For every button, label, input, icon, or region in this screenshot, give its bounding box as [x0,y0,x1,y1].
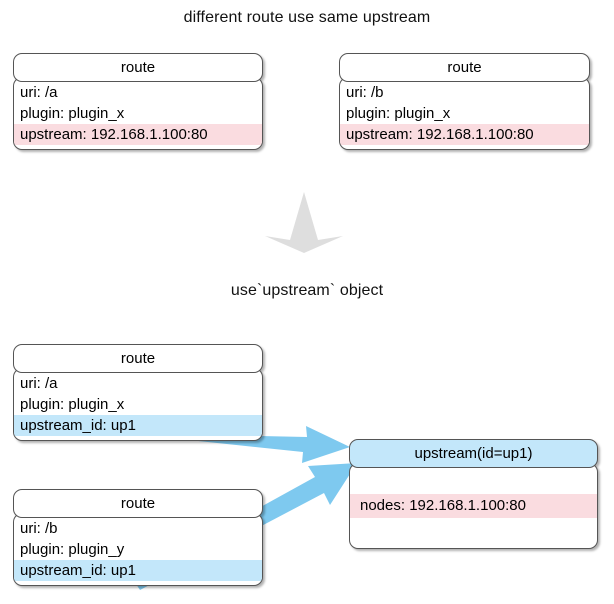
upstream-row-spacer-top [350,470,597,494]
middle-caption: use`upstream` object [230,282,384,299]
route-row-upstream-id: upstream_id: up1 [14,415,262,436]
route-node-bottom-a[interactable]: route uri: /a plugin: plugin_x upstream_… [13,344,263,441]
upstream-node[interactable]: upstream(id=up1) nodes: 192.168.1.100:80 [349,439,598,549]
route-row-plugin: plugin: plugin_x [346,105,451,122]
route-node-header: route [13,53,263,82]
route-row-uri: uri: /b [346,84,384,101]
route-row-plugin: plugin: plugin_x [20,105,125,122]
route-node-body: uri: /a plugin: plugin_x upstream: 192.1… [13,77,263,150]
transform-down-arrow [265,192,343,253]
route-node-bottom-b[interactable]: route uri: /b plugin: plugin_y upstream_… [13,489,263,586]
route-node-body: uri: /b plugin: plugin_y upstream_id: up… [13,513,263,586]
route-node-header: route [339,53,590,82]
route-row-upstream: upstream: 192.168.1.100:80 [14,124,262,145]
upstream-node-header: upstream(id=up1) [349,439,598,468]
route-node-top-left[interactable]: route uri: /a plugin: plugin_x upstream:… [13,53,263,150]
route-row-uri: uri: /a [20,375,58,392]
route-row-uri: uri: /b [20,520,58,537]
route-row-uri: uri: /a [20,84,58,101]
route-node-body: uri: /a plugin: plugin_x upstream_id: up… [13,368,263,441]
route-row-upstream-id: upstream_id: up1 [14,560,262,581]
upstream-row-nodes: nodes: 192.168.1.100:80 [350,494,597,518]
route-node-top-right[interactable]: route uri: /b plugin: plugin_x upstream:… [339,53,590,150]
route-row-upstream: upstream: 192.168.1.100:80 [340,124,589,145]
route-node-body: uri: /b plugin: plugin_x upstream: 192.1… [339,77,590,150]
route-node-header: route [13,489,263,518]
upstream-node-body: nodes: 192.168.1.100:80 [349,463,598,549]
route-row-plugin: plugin: plugin_y [20,541,125,558]
route-node-header: route [13,344,263,373]
upstream-row-spacer-bottom [350,518,597,542]
route-row-plugin: plugin: plugin_x [20,396,125,413]
top-caption: different route use same upstream [183,9,431,26]
